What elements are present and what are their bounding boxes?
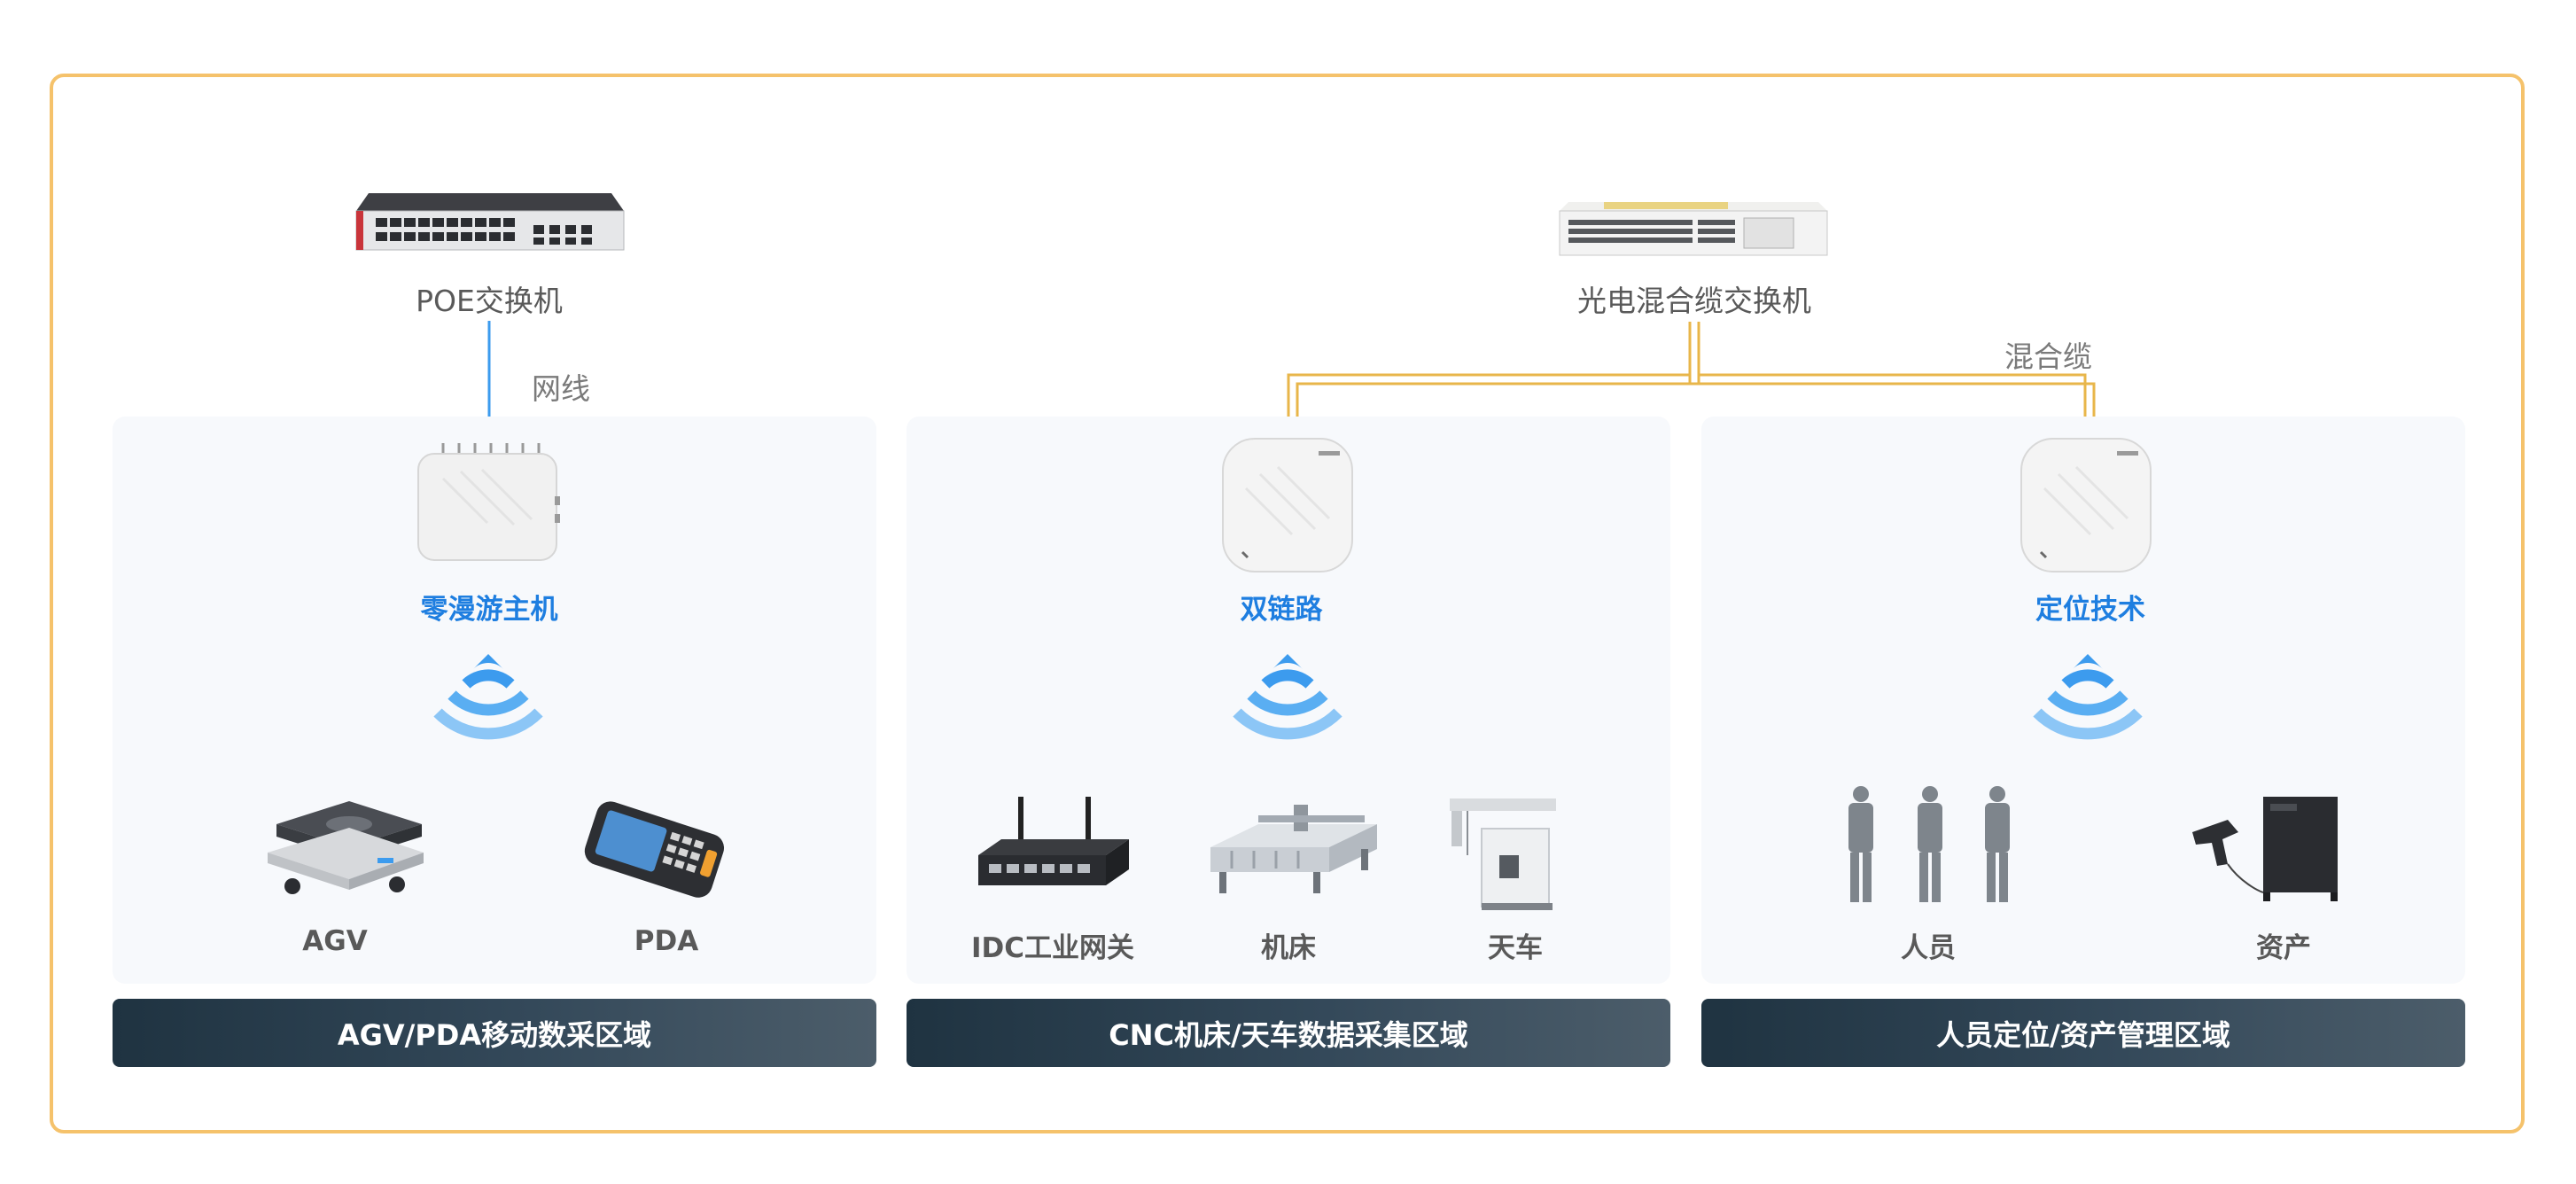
industrial-gateway-icon <box>978 797 1129 885</box>
wireless-host-icon <box>417 443 560 561</box>
ceiling-access-point-icon <box>2020 438 2152 573</box>
network-switch-icon <box>355 193 625 251</box>
overhead-crane-icon <box>1450 798 1556 910</box>
poe-switch-label: POE交换机 <box>416 284 563 318</box>
zone-title: 定位技术 <box>2035 594 2145 626</box>
asset-scanner-icon <box>2192 797 2338 901</box>
cnc-machine-icon <box>1210 805 1377 893</box>
hybrid-cable-line <box>1287 322 2096 439</box>
device-label-agv: AGV <box>302 925 368 957</box>
device-label-asset: 资产 <box>2256 932 2311 964</box>
zone-footer-cnc: CNC机床/天车数据采集区域 <box>907 999 1670 1067</box>
wifi-signal-icon <box>2033 654 2143 740</box>
agv-robot-icon <box>268 801 424 894</box>
wifi-signal-icon <box>1233 654 1342 740</box>
pda-device-icon <box>584 801 725 898</box>
device-label-crane: 天车 <box>1488 932 1543 964</box>
zone-title: 零漫游主机 <box>420 594 558 626</box>
wifi-signal-icon <box>433 654 543 740</box>
device-label-idc-gateway: IDC工业网关 <box>970 932 1135 964</box>
personnel-icon <box>1848 786 2010 902</box>
fiber-switch-icon <box>1559 202 1828 256</box>
diagram-frame <box>50 74 2525 1133</box>
zone-footer-agv: AGV/PDA移动数采区域 <box>113 999 876 1067</box>
zone-title: 双链路 <box>1240 594 1323 626</box>
hybrid-switch-label: 光电混合缆交换机 <box>1577 284 1811 318</box>
device-label-machine-tool: 机床 <box>1261 932 1316 964</box>
hybrid-cable-label: 混合缆 <box>2004 339 2092 374</box>
device-label-personnel: 人员 <box>1901 932 1956 964</box>
zone-footer-personnel: 人员定位/资产管理区域 <box>1701 999 2465 1067</box>
ceiling-access-point-icon <box>1222 438 1353 573</box>
device-label-pda: PDA <box>634 925 699 957</box>
net-cable-label: 网线 <box>532 371 590 406</box>
